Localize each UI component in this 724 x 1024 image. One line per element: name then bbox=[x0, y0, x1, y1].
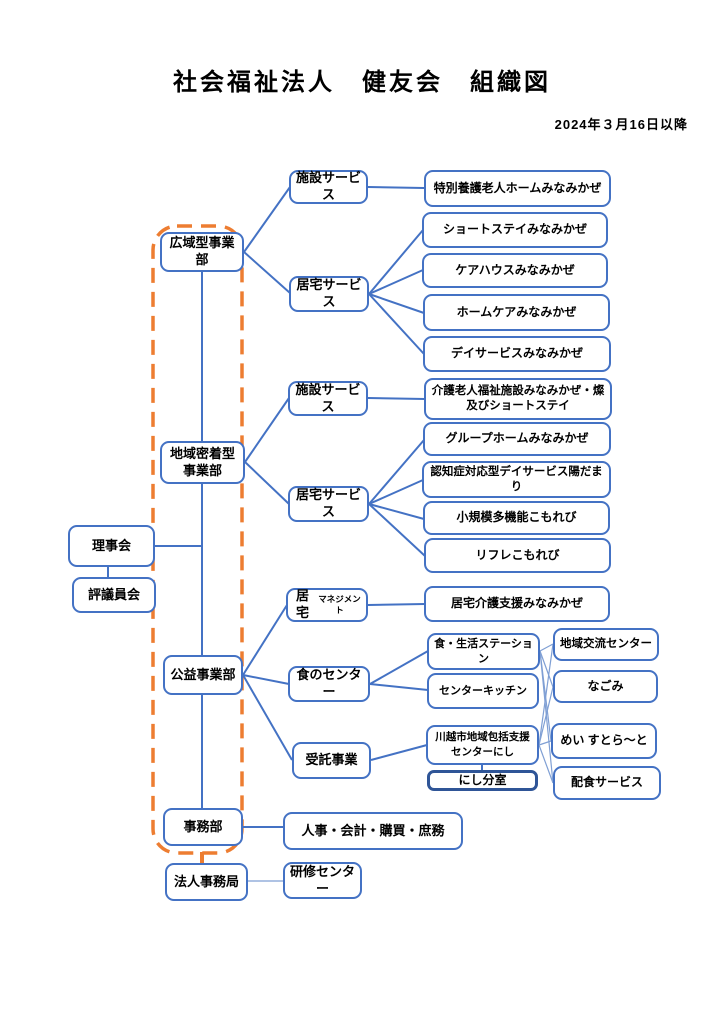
box-special-nursing-home-minamikaze: 特別養護老人ホームみなみかぜ bbox=[424, 170, 611, 207]
box-training-center: 研修センター bbox=[283, 862, 362, 899]
box-care-house-minamikaze: ケアハウスみなみかぜ bbox=[422, 253, 608, 288]
box-hr-accounting-purchasing: 人事・会計・購買・庶務 bbox=[283, 812, 463, 850]
box-day-service-minamikaze: デイサービスみなみかぜ bbox=[423, 336, 611, 372]
box-group-home-minamikaze: グループホームみなみかぜ bbox=[423, 422, 611, 456]
box-administration-dept: 事務部 bbox=[163, 808, 243, 846]
box-center-kitchen: センターキッチン bbox=[427, 673, 539, 709]
box-community-exchange-center: 地域交流センター bbox=[553, 628, 659, 661]
box-kaigo-rojin-fukushi-shisetsu: 介護老人福祉施設みなみかぜ・燦 及びショートステイ bbox=[424, 378, 612, 420]
box-mei-sutorato: めい すとら～と bbox=[551, 723, 657, 759]
box-home-management: 居宅マネジメント bbox=[286, 588, 368, 622]
box-dementia-day-service-hidamari: 認知症対応型デイサービス陽だまり bbox=[422, 461, 611, 498]
box-public-interest-division: 公益事業部 bbox=[163, 655, 243, 695]
box-home-services-1: 居宅サービス bbox=[289, 276, 369, 312]
home-management-sublabel: マネジメント bbox=[318, 593, 361, 615]
box-refre-komorebi: リフレこもれび bbox=[424, 538, 611, 573]
box-nishi-branch: にし分室 bbox=[427, 770, 538, 791]
home-management-label: 居宅 bbox=[295, 588, 309, 620]
box-food-center: 食のセンター bbox=[288, 666, 370, 702]
box-meal-delivery-service: 配食サービス bbox=[553, 766, 661, 800]
box-kawagoe-community-support-center-nishi: 川越市地域包括支援 センターにし bbox=[426, 725, 539, 765]
box-home-care-support-minamikaze: 居宅介護支援みなみかぜ bbox=[424, 586, 610, 622]
box-council: 評議員会 bbox=[72, 577, 156, 613]
page-title: 社会福祉法人 健友会 組織図 bbox=[173, 69, 551, 96]
box-corporate-secretariat: 法人事務局 bbox=[165, 863, 248, 901]
box-board-of-directors: 理事会 bbox=[68, 525, 155, 567]
division-group-frame bbox=[151, 224, 244, 855]
box-shokibo-tafunctional-komorebi: 小規模多機能こもれび bbox=[423, 501, 610, 535]
box-wide-area-division: 広域型事業部 bbox=[160, 232, 244, 272]
effective-date: 2024年３月16日以降 bbox=[554, 117, 688, 132]
box-home-services-2: 居宅サービス bbox=[288, 486, 369, 522]
box-home-care-minamikaze: ホームケアみなみかぜ bbox=[423, 294, 610, 331]
box-short-stay-minamikaze: ショートステイみなみかぜ bbox=[422, 212, 608, 248]
box-nagomi: なごみ bbox=[553, 670, 658, 703]
box-facility-services-1: 施設サービス bbox=[289, 170, 368, 204]
box-food-life-station: 食・生活ステーション bbox=[427, 633, 540, 670]
box-facility-services-2: 施設サービス bbox=[288, 381, 368, 416]
box-community-based-division: 地域密着型 事業部 bbox=[160, 441, 245, 484]
box-commissioned-business: 受託事業 bbox=[292, 742, 371, 779]
